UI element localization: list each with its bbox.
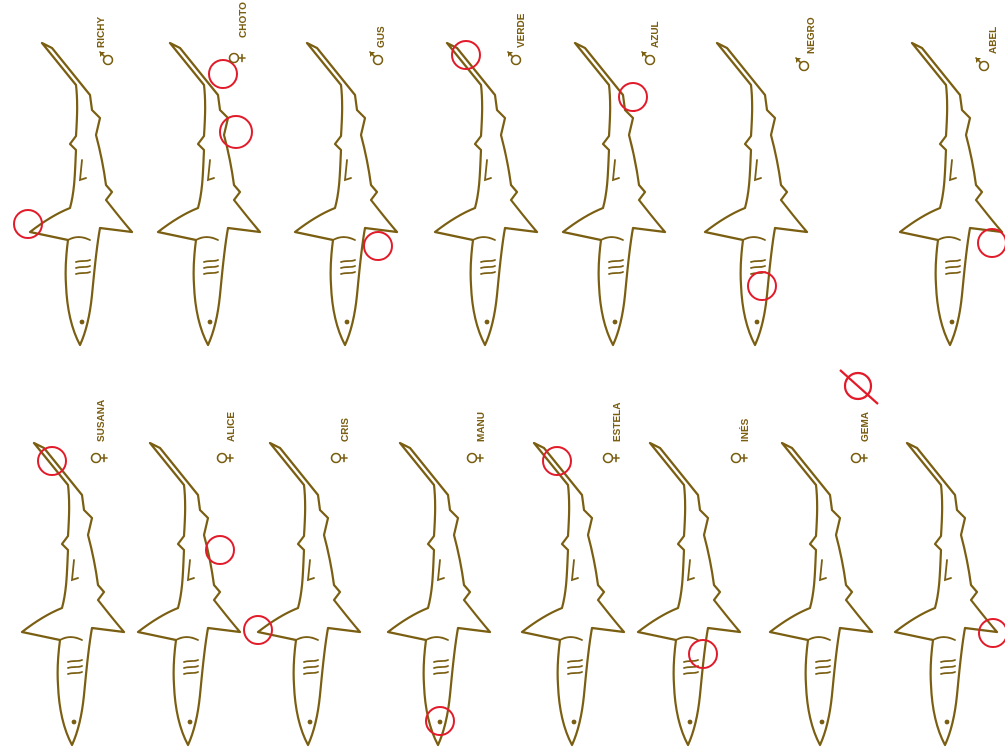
shark-silhouette [22, 443, 124, 745]
female-symbol-icon [468, 454, 484, 463]
shark-silhouette [30, 43, 132, 345]
shark-card-azul: AZUL [563, 21, 665, 345]
female-symbol-icon [218, 454, 234, 463]
shark-name-label: ALICE [226, 412, 237, 442]
female-symbol-icon [230, 54, 246, 63]
shark-name-label: VERDE [516, 13, 527, 48]
red-circle-marker [14, 210, 42, 238]
shark-card-choto: CHOTO [158, 2, 260, 345]
female-symbol-icon [92, 454, 108, 463]
shark-card-ines: INÉS [638, 418, 751, 745]
male-symbol-icon [100, 52, 113, 65]
red-circle-marker [209, 60, 237, 88]
shark-name-label: MANU [476, 412, 487, 442]
female-symbol-icon [852, 454, 868, 463]
shark-silhouette [522, 443, 624, 745]
no-sex-symbol-icon [840, 370, 878, 404]
female-symbol-icon [332, 454, 348, 463]
male-symbol-icon [642, 52, 655, 65]
shark-silhouette [138, 443, 240, 745]
shark-silhouette [563, 43, 665, 345]
red-circle-marker [978, 229, 1005, 257]
shark-card-negro: NEGRO [705, 17, 817, 345]
female-symbol-icon [732, 454, 748, 463]
shark-name-label: NEGRO [806, 17, 817, 54]
male-symbol-icon [796, 58, 809, 71]
male-symbol-icon [370, 52, 383, 65]
shark-card-manu: MANU [388, 412, 490, 745]
shark-silhouette [770, 443, 872, 745]
shark-name-label: AZUL [650, 21, 661, 48]
shark-card-gema: GEMA [770, 412, 872, 745]
shark-card-gus: GUS [295, 26, 397, 345]
shark-name-label: GUS [376, 26, 387, 48]
shark-card-cris: CRIS [244, 418, 360, 745]
shark-silhouette [895, 443, 997, 745]
red-circle-marker [364, 232, 392, 260]
shark-name-label: CRIS [340, 418, 351, 442]
shark-name-label: RICHY [96, 17, 107, 48]
shark-name-label: CHOTO [238, 2, 249, 38]
shark-silhouette [638, 443, 740, 745]
shark-card-alice: ALICE [138, 412, 240, 745]
shark-silhouette [158, 43, 260, 345]
shark-name-label: ABEL [988, 27, 999, 54]
female-symbol-icon [604, 454, 620, 463]
red-circle-marker [979, 619, 1005, 647]
red-circle-marker [206, 536, 234, 564]
shark-card-estela: ESTELA [522, 403, 624, 745]
shark-card-abel: ABEL [900, 27, 1005, 345]
male-symbol-icon [976, 58, 989, 71]
shark-name-label: ESTELA [612, 403, 623, 442]
shark-card-susana: SUSANA [22, 400, 124, 745]
shark-silhouette [295, 43, 397, 345]
shark-name-label: INÉS [738, 418, 751, 442]
shark-name-label: GEMA [860, 412, 871, 442]
shark-card-richy: RICHY [14, 17, 132, 345]
shark-silhouette [388, 443, 490, 745]
shark-name-label: SUSANA [96, 400, 107, 442]
shark-silhouette [258, 443, 360, 745]
shark-silhouette [435, 43, 537, 345]
shark-silhouette [900, 43, 1002, 345]
male-symbol-icon [508, 52, 521, 65]
shark-card-verde: VERDE [435, 13, 537, 345]
